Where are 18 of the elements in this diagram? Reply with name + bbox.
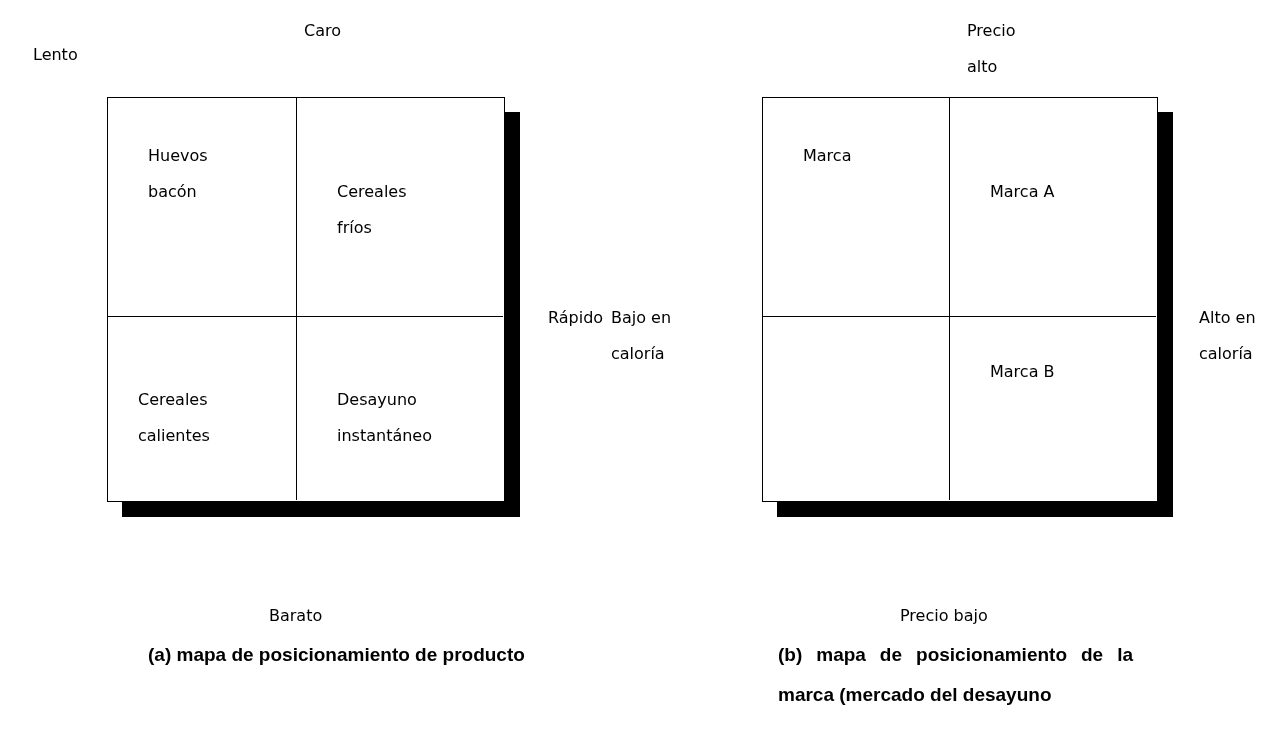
quadrant-cell [949, 316, 1156, 500]
quadrant-label: Huevos bacón [148, 145, 209, 203]
quadrant-label: Marca [803, 145, 853, 167]
axis-label: Bajo en caloría [611, 307, 673, 365]
axis-label: Barato [269, 605, 324, 627]
axis-label: Precio alto [967, 20, 1017, 78]
axis-label: Alto en caloría [1199, 307, 1257, 365]
caption: (b) mapa de posicionamiento de la marca (mercado del desayuno [778, 643, 1133, 707]
quadrant-label: Desayuno instantáneo [337, 389, 433, 447]
quadrant-label: Cereales fríos [337, 181, 408, 239]
quadrant-label: Marca B [990, 361, 1056, 383]
caption: (a) mapa de posicionamiento de producto [148, 643, 526, 667]
axis-label: Lento [33, 44, 79, 66]
axis-label: Precio bajo [900, 605, 989, 627]
axis-label: Caro [304, 20, 342, 42]
quadrant-cell [296, 316, 503, 500]
quadrant-label: Marca A [990, 181, 1056, 203]
quadrant-label: Cereales calientes [138, 389, 211, 447]
